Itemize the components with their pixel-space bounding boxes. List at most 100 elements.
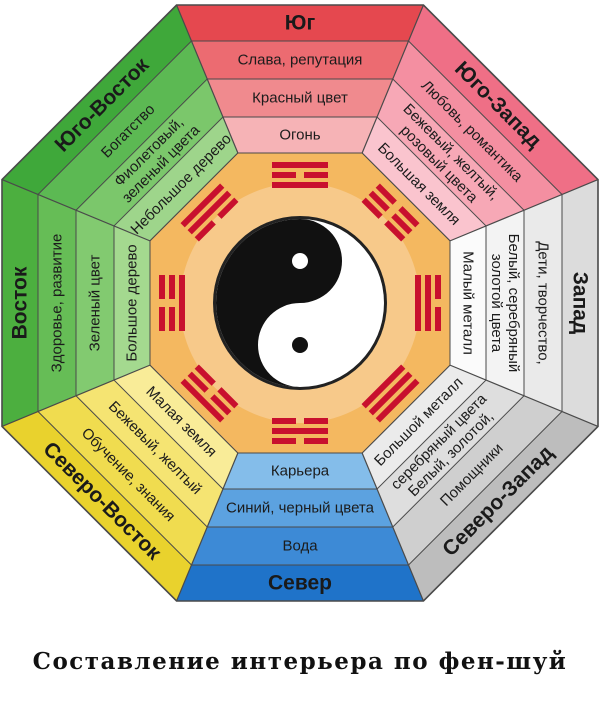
trigram-line-broken: [194, 364, 216, 386]
south-band-1: [176, 5, 424, 41]
west-band-2: [524, 194, 562, 412]
trigram-northeast: [180, 364, 239, 423]
sector-divider: [449, 364, 599, 427]
trigram-line-solid: [415, 275, 421, 331]
trigram-line-solid: [272, 182, 328, 188]
east-band-3: [76, 210, 114, 396]
trigram-line-solid: [180, 183, 225, 228]
trigram-line-solid: [180, 378, 225, 423]
direction-label-south: Юг: [285, 12, 316, 35]
southeast-band-3: [76, 79, 223, 226]
east-item-2: Зеленый цвет: [87, 255, 104, 352]
trigram-line-broken: [435, 307, 441, 331]
northeast-band-4: [114, 365, 238, 489]
direction-label-west: Запад: [569, 272, 592, 335]
trigram-line-broken: [169, 275, 175, 299]
trigram-west: [415, 275, 441, 331]
trigram-line-broken: [217, 387, 239, 409]
trigram-line-broken: [194, 220, 216, 242]
southwest-band-4: [362, 117, 486, 241]
north-band-4: [222, 453, 378, 489]
sector-divider: [176, 4, 239, 154]
trigram-line-solid: [179, 275, 185, 331]
northeast-band-3: [76, 380, 223, 527]
north-band-3: [207, 489, 393, 527]
sector-divider: [176, 452, 239, 602]
trigram-line-broken: [375, 183, 397, 205]
northwest-band-3: [377, 380, 524, 527]
trigram-line-solid: [187, 190, 232, 235]
east-band-1: [2, 179, 38, 427]
trigram-line-broken: [217, 197, 239, 219]
sector-divider: [361, 452, 424, 602]
direction-label-north: Север: [268, 572, 332, 595]
north-band-1: [176, 565, 424, 601]
west-item-3: Малый металл: [460, 251, 477, 355]
trigram-line-solid: [368, 371, 413, 416]
northwest-band-1: [408, 411, 598, 601]
trigram-line-broken: [169, 307, 175, 331]
trigram-southeast: [180, 183, 239, 242]
trigram-line-broken: [384, 220, 406, 242]
west-item-2-line-2: золотой цвета: [488, 254, 505, 353]
northwest-band-4: [362, 365, 486, 489]
trigram-line-broken: [391, 213, 413, 235]
west-item-1: Дети, творчество,: [535, 241, 552, 364]
trigram-line-broken: [435, 275, 441, 299]
trigram-line-broken: [159, 275, 165, 299]
southeast-band-4: [114, 117, 238, 241]
trigram-line-solid: [425, 275, 431, 331]
north-item-1: Вода: [282, 538, 318, 555]
west-band-4: [450, 225, 486, 381]
south-band-3: [207, 79, 393, 117]
north-item-2: Синий, черный цвета: [226, 500, 375, 517]
trigram-line-broken: [272, 438, 296, 444]
sector-divider: [361, 4, 424, 154]
east-band-4: [114, 225, 150, 381]
yin-yang-dot-dark: [292, 337, 308, 353]
trigram-ring: [159, 162, 441, 444]
trigram-north: [272, 418, 328, 444]
yin-yang-symbol: [213, 216, 387, 390]
north-item-3: Карьера: [271, 463, 330, 480]
trigram-line-broken: [187, 371, 209, 393]
trigram-line-broken: [272, 418, 296, 424]
sector-fills: [2, 5, 598, 601]
trigram-southwest: [361, 183, 420, 242]
southeast-band-2: [38, 41, 208, 211]
southwest-band-2: [392, 41, 562, 211]
northwest-band-2: [392, 395, 562, 565]
southwest-band-3: [377, 79, 524, 226]
sector-divider: [1, 179, 151, 242]
sector-divider: [449, 179, 599, 242]
southeast-band-1: [2, 5, 192, 195]
south-item-1: Слава, репутация: [238, 52, 363, 69]
trigram-line-solid: [272, 162, 328, 168]
trigram-east: [159, 275, 185, 331]
yin-yang-dot-light: [292, 253, 308, 269]
diagram-caption: Составление интерьера по фен-шуй: [32, 648, 568, 675]
south-item-2: Красный цвет: [252, 90, 348, 107]
trigram-line-broken: [210, 394, 232, 416]
yin-half: [216, 219, 342, 387]
northeast-band-2: [38, 395, 208, 565]
trigram-line-broken: [398, 206, 420, 228]
southwest-band-1: [408, 5, 598, 195]
northeast-band-1: [2, 411, 192, 601]
west-item-2-line-1: Белый, серебряный: [505, 234, 522, 373]
trigram-line-broken: [159, 307, 165, 331]
north-band-2: [191, 527, 409, 565]
east-item-3: Большое дерево: [124, 244, 141, 361]
trigram-line-broken: [361, 197, 383, 219]
trigram-line-solid: [361, 364, 406, 409]
south-band-4: [222, 117, 378, 153]
trigram-line-broken: [304, 438, 328, 444]
trigram-line-broken: [368, 190, 390, 212]
trigram-line-broken: [272, 172, 296, 178]
trigram-south: [272, 162, 328, 188]
trigram-northwest: [361, 364, 420, 423]
trigram-line-broken: [304, 418, 328, 424]
east-item-1: Здоровье, развитие: [49, 234, 66, 373]
direction-label-east: Восток: [9, 266, 32, 339]
